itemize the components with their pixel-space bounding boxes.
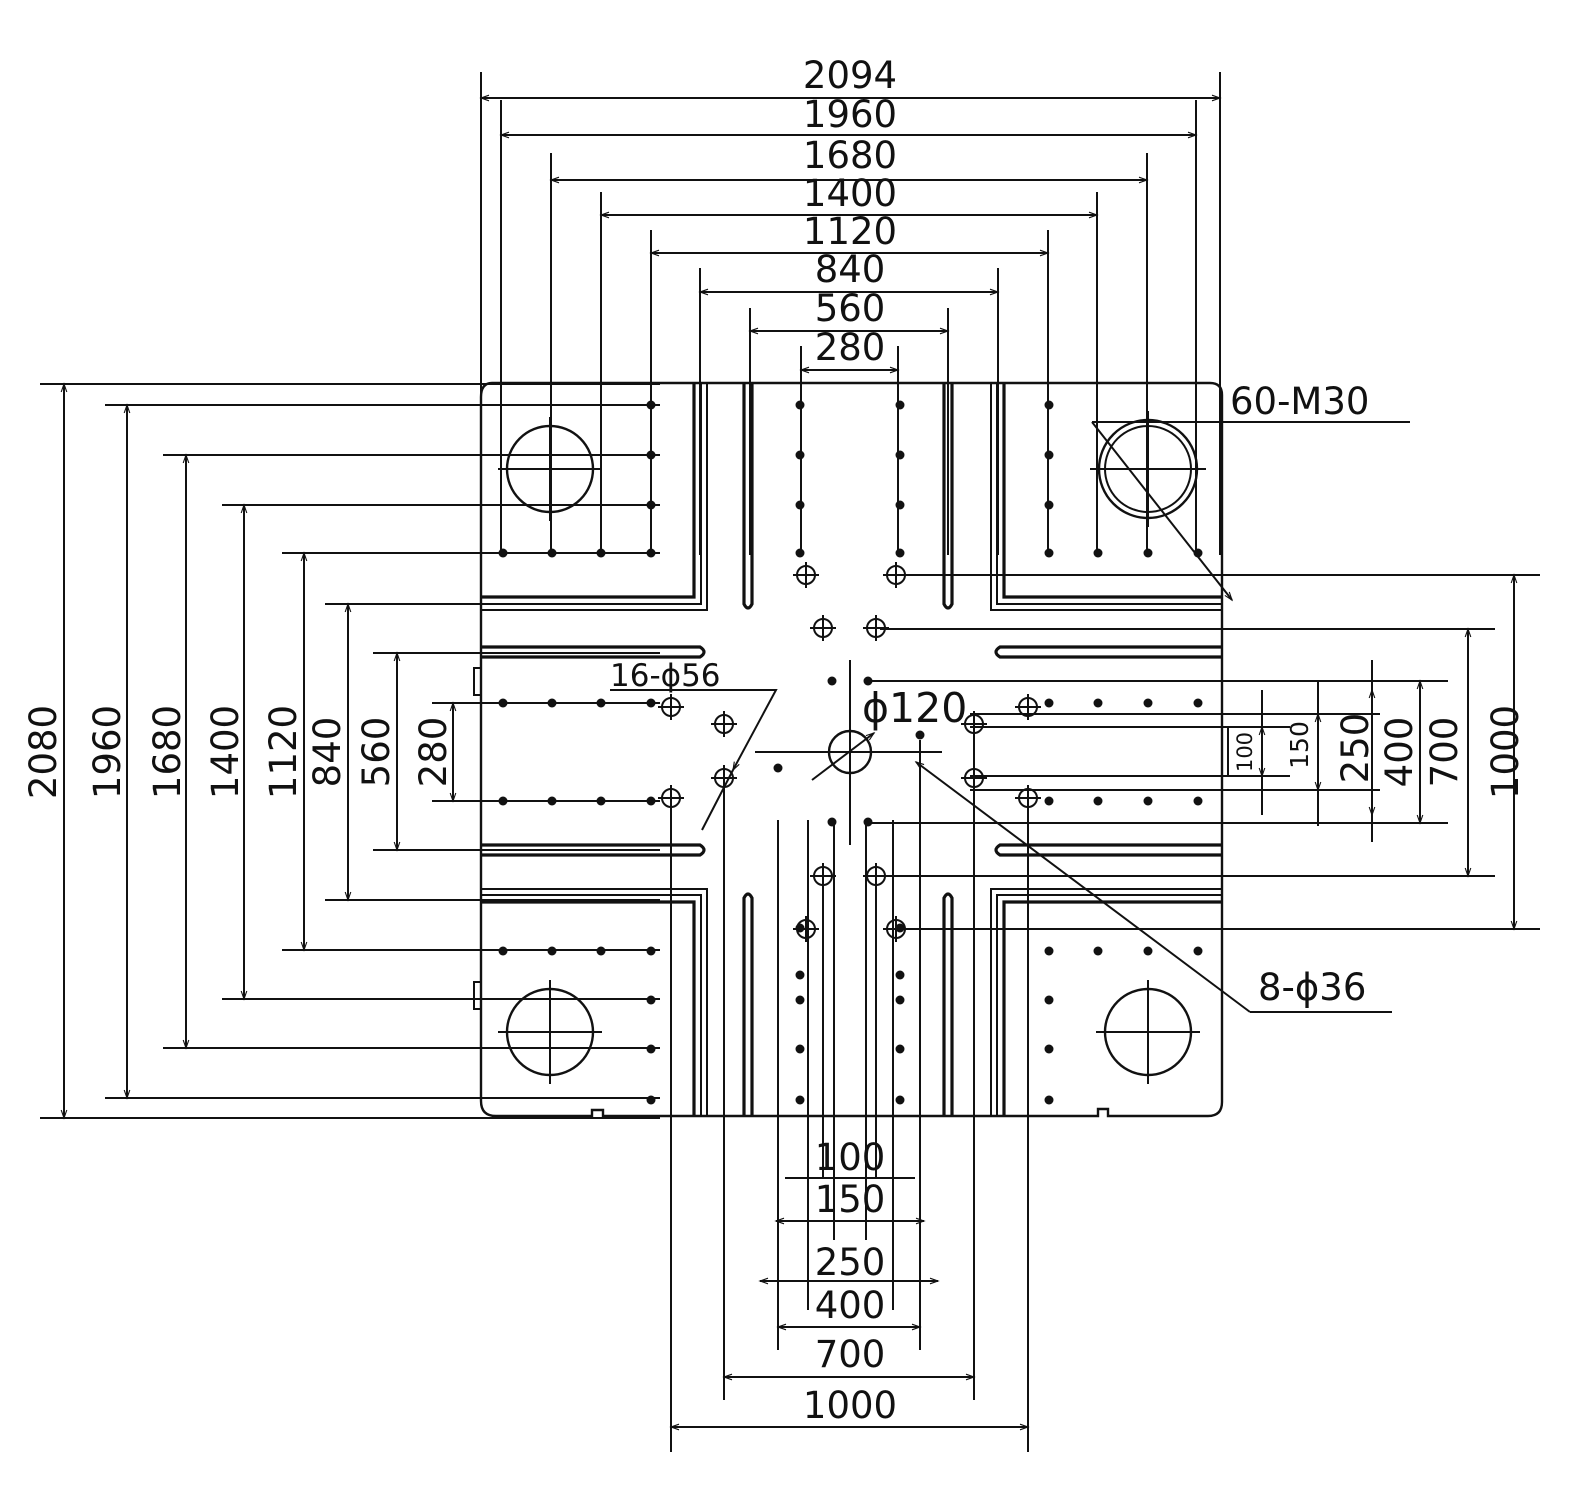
tapped-hole (1044, 796, 1054, 806)
tapped-hole (895, 1095, 905, 1105)
tapped-hole (795, 995, 805, 1005)
right-dim-250: 250 (1334, 713, 1377, 784)
tapped-hole (1193, 698, 1203, 708)
ejector-hole (1015, 694, 1041, 720)
top-dim-560: 560 (815, 287, 886, 330)
left-dimension-labels: 2080 1960 1680 1400 1120 840 560 280 (22, 705, 455, 799)
tapped-hole (895, 995, 905, 1005)
tapped-hole (795, 1044, 805, 1054)
callout-8-phi36-label: 8-ϕ36 (1258, 966, 1366, 1009)
tapped-hole (1143, 946, 1153, 956)
right-dim-700: 700 (1423, 717, 1466, 788)
tapped-hole (773, 763, 783, 773)
tapped-hole (1044, 698, 1054, 708)
tapped-hole (895, 500, 905, 510)
tapped-hole (1143, 796, 1153, 806)
ejector-hole (793, 562, 819, 588)
ejector-hole (711, 711, 737, 737)
tapped-hole (1044, 995, 1054, 1005)
tapped-hole (795, 970, 805, 980)
ejector-hole (793, 916, 819, 942)
left-dim-840: 840 (306, 717, 349, 788)
tie-bar-bores (498, 411, 1206, 1084)
tapped-hole (895, 548, 905, 558)
left-dim-1400: 1400 (204, 705, 247, 799)
right-dim-1000: 1000 (1484, 705, 1527, 799)
callout-phi120-label: ϕ120 (862, 684, 967, 732)
callout-phi120: ϕ120 (811, 684, 967, 781)
right-dimension-labels: 100 150 250 400 700 1000 (1233, 705, 1527, 799)
tapped-hole (827, 817, 837, 827)
left-dim-280: 280 (412, 717, 455, 788)
bottom-dim-700: 700 (815, 1333, 886, 1376)
tapped-hole (1143, 698, 1153, 708)
tapped-hole (1093, 796, 1103, 806)
bottom-dim-250: 250 (815, 1241, 886, 1284)
tapped-hole (1193, 796, 1203, 806)
tapped-hole (895, 1044, 905, 1054)
tapped-hole (827, 676, 837, 686)
tapped-hole (895, 400, 905, 410)
ejector-hole (810, 615, 836, 641)
bottom-dim-100: 100 (815, 1136, 886, 1179)
tapped-hole (1193, 946, 1203, 956)
tapped-hole (1093, 946, 1103, 956)
bottom-dim-1000: 1000 (803, 1384, 897, 1427)
tapped-hole (1093, 698, 1103, 708)
top-dim-280: 280 (815, 326, 886, 369)
top-dim-1960: 1960 (803, 93, 897, 136)
callout-60-m30-label: 60-M30 (1230, 380, 1369, 423)
left-dim-1120: 1120 (262, 705, 305, 799)
top-dim-1680: 1680 (803, 134, 897, 177)
callout-60-m30: 60-M30 (1091, 380, 1410, 602)
bottom-dim-400: 400 (815, 1284, 886, 1327)
tapped-hole (795, 1095, 805, 1105)
tapped-hole (863, 676, 873, 686)
top-dim-2094: 2094 (803, 54, 897, 97)
callout-16-phi56-label: 16-ϕ56 (610, 658, 721, 694)
right-dim-150: 150 (1285, 721, 1314, 769)
top-dim-840: 840 (815, 248, 886, 291)
dimension-lines (40, 72, 1540, 1452)
right-dim-400: 400 (1378, 717, 1421, 788)
bottom-dim-150: 150 (815, 1178, 886, 1221)
tapped-hole (915, 730, 925, 740)
top-dim-1120: 1120 (803, 210, 897, 253)
left-dim-560: 560 (355, 717, 398, 788)
top-dim-1400: 1400 (803, 172, 897, 215)
bottom-dimension-labels: 100 150 250 400 700 1000 (803, 1136, 897, 1427)
left-dim-2080: 2080 (22, 705, 65, 799)
top-dimension-labels: 2094 1960 1680 1400 1120 840 560 280 (803, 54, 897, 369)
tapped-hole (1044, 1095, 1054, 1105)
tapped-hole (895, 450, 905, 460)
hole-patterns (498, 400, 1203, 1105)
right-dim-100: 100 (1233, 732, 1257, 772)
left-dim-1960: 1960 (86, 705, 129, 799)
callout-8-phi36: 8-ϕ36 (914, 760, 1392, 1013)
tapped-hole (895, 970, 905, 980)
ejector-hole (658, 694, 684, 720)
left-dim-1680: 1680 (146, 705, 189, 799)
tapped-hole (1044, 1044, 1054, 1054)
callout-16-phi56: 16-ϕ56 (610, 658, 778, 831)
tapped-hole (1044, 946, 1054, 956)
tapped-hole (646, 1095, 656, 1105)
